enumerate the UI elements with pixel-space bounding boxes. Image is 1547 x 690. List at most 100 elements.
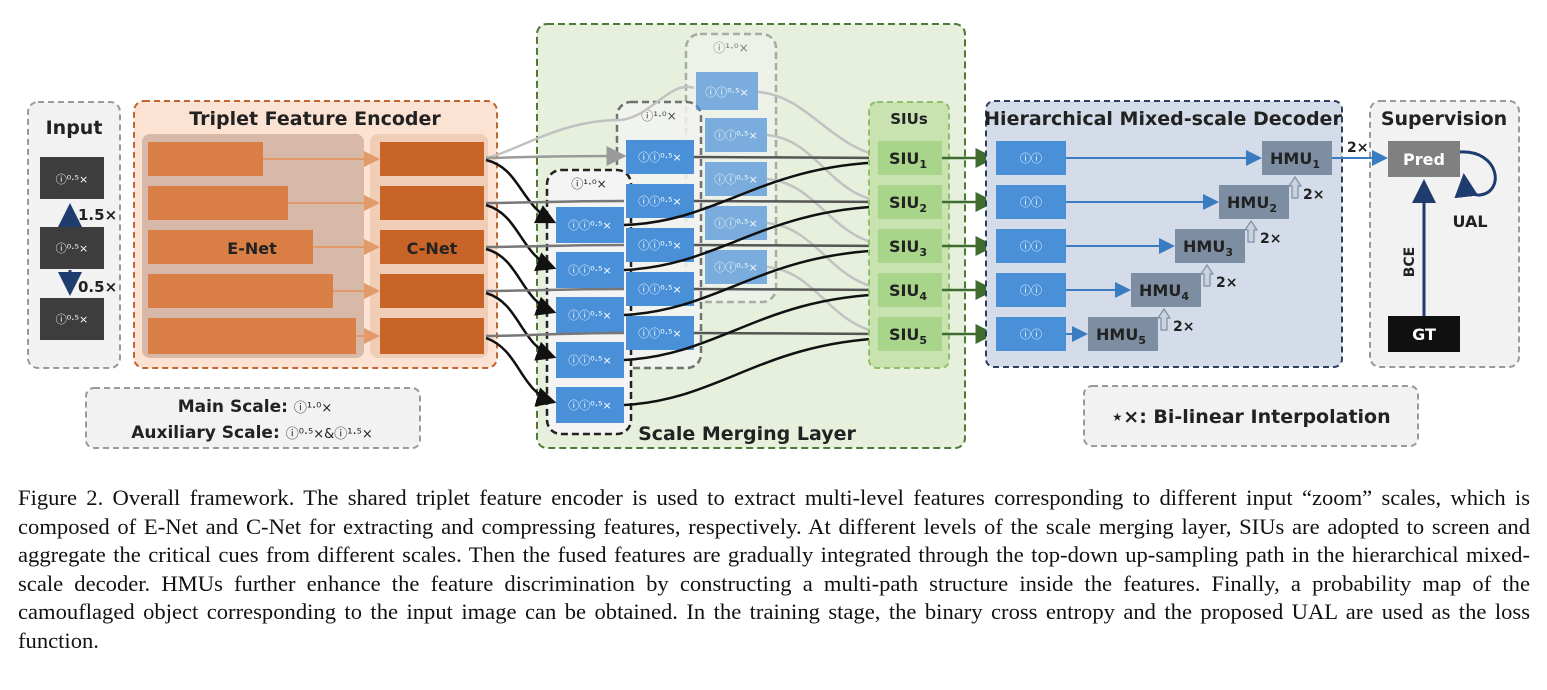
siu-3 — [878, 229, 942, 263]
aux-scale-label: Auxiliary Scale: — [131, 423, 285, 443]
input-scale-large — [40, 157, 104, 199]
siu-4 — [878, 273, 942, 307]
merge-cell-label: ⓘⓘ⁰·⁵× — [568, 399, 612, 412]
hmu-sub: 2 — [1269, 202, 1277, 215]
upsample-label: 2× — [1260, 231, 1281, 247]
input-up-label: 1.5× — [78, 206, 117, 224]
merge-cell-label: ⓘⓘ⁰·⁵× — [638, 239, 682, 252]
siu-2 — [878, 185, 942, 219]
merge-cells-small: ⓘⓘ⁰·⁵× ⓘⓘ⁰·⁵× ⓘⓘ⁰·⁵× ⓘⓘ⁰·⁵× ⓘⓘ⁰·⁵× — [556, 207, 624, 423]
svg-text:HMU4: HMU4 — [1139, 281, 1189, 303]
hmu-label: HMU — [1139, 281, 1181, 300]
siu-sub: 5 — [919, 334, 927, 347]
scale-info-box: Main Scale: ⓘ¹·⁰× Auxiliary Scale: ⓘ⁰·⁵×… — [85, 387, 421, 449]
input-box-label: ⓘ⁰·⁵× — [56, 242, 89, 255]
svg-text:SIU4: SIU4 — [889, 281, 927, 303]
pred-label: Pred — [1403, 150, 1445, 169]
siu-sub: 1 — [919, 158, 927, 171]
merge-cell-label: ⓘⓘ⁰·⁵× — [705, 86, 749, 99]
merge-cells-main: ⓘⓘ⁰·⁵× ⓘⓘ⁰·⁵× ⓘⓘ⁰·⁵× ⓘⓘ⁰·⁵× ⓘⓘ⁰·⁵× — [626, 140, 694, 350]
bce-label: BCE — [1402, 247, 1418, 278]
decoder-panel: Hierarchical Mixed-scale Decoder ⓘⓘ ⓘⓘ ⓘ… — [984, 100, 1343, 368]
input-down-label: 0.5× — [78, 278, 117, 296]
hmu-sub: 1 — [1312, 158, 1320, 171]
cnet-label: C-Net — [407, 239, 458, 258]
encoder-panel: Triplet Feature Encoder E-Net C-Net — [133, 100, 498, 369]
siu-label: SIU — [889, 149, 919, 168]
merge-group-label: ⓘ¹·⁰× — [641, 109, 677, 123]
decoder-cell-label: ⓘⓘ — [1020, 240, 1042, 253]
hmu-label: HMU — [1270, 149, 1312, 168]
figure-caption: Figure 2. Overall framework. The shared … — [18, 484, 1530, 656]
ual-label: UAL — [1452, 212, 1487, 231]
upsample-label: 2× — [1347, 140, 1368, 156]
encoder-merging-connections — [485, 85, 695, 407]
merge-group-label: ⓘ¹·⁰× — [713, 41, 749, 55]
hmu-4 — [1131, 273, 1201, 307]
siu-sub: 3 — [919, 246, 927, 259]
siu-label: SIU — [889, 237, 919, 256]
siu-5 — [878, 317, 942, 351]
hmu-sub: 3 — [1225, 246, 1233, 259]
siu-decoder-connections — [942, 148, 996, 344]
hmu-sub: 4 — [1181, 290, 1189, 303]
input-panel: Input ⓘ⁰·⁵× ⓘ⁰·⁵× ⓘ⁰·⁵× 1.5× 0.5× — [27, 101, 121, 369]
main-scale-label: Main Scale: — [178, 397, 294, 417]
pred-box — [1388, 141, 1460, 177]
merge-cell-label: ⓘⓘ⁰·⁵× — [714, 261, 758, 274]
siu-sub: 2 — [919, 202, 927, 215]
gt-box — [1388, 316, 1460, 352]
framework-figure: Input ⓘ⁰·⁵× ⓘ⁰·⁵× ⓘ⁰·⁵× 1.5× 0.5× Triple… — [27, 23, 1520, 449]
merge-cell-label: ⓘⓘ⁰·⁵× — [568, 354, 612, 367]
input-scale-small — [40, 298, 104, 340]
siu-label: SIU — [889, 325, 919, 344]
merge-cell-label: ⓘⓘ⁰·⁵× — [714, 129, 758, 142]
svg-text:HMU3: HMU3 — [1183, 237, 1233, 259]
input-box-label: ⓘ⁰·⁵× — [56, 313, 89, 326]
siu-panel: SIUs SIU1 SIU2 SIU3 SIU4 SIU5 — [868, 101, 950, 369]
merge-cell-label: ⓘⓘ⁰·⁵× — [568, 309, 612, 322]
svg-text:SIU5: SIU5 — [889, 325, 927, 347]
merge-cell-label: ⓘⓘ⁰·⁵× — [638, 195, 682, 208]
svg-text:SIU3: SIU3 — [889, 237, 927, 259]
svg-text:SIU2: SIU2 — [889, 193, 927, 215]
merge-cell-label: ⓘⓘ⁰·⁵× — [638, 151, 682, 164]
main-scale-value: ⓘ¹·⁰× — [294, 401, 332, 416]
siu-sub: 4 — [919, 290, 927, 303]
hmu-sub: 5 — [1138, 334, 1146, 347]
decoder-cell-label: ⓘⓘ — [1020, 152, 1042, 165]
input-scale-main — [40, 227, 104, 269]
svg-text:HMU2: HMU2 — [1227, 193, 1277, 215]
hmu-label: HMU — [1183, 237, 1225, 256]
siu-1 — [878, 141, 942, 175]
siu-label: SIU — [889, 281, 919, 300]
hmu-5 — [1088, 317, 1158, 351]
decoder-cell-label: ⓘⓘ — [1020, 284, 1042, 297]
merging-title: Scale Merging Layer — [638, 423, 856, 445]
merge-cell-label: ⓘⓘ⁰·⁵× — [568, 264, 612, 277]
hmu-3 — [1175, 229, 1245, 263]
hmu-label: HMU — [1227, 193, 1269, 212]
merge-cell-label: ⓘⓘ⁰·⁵× — [568, 219, 612, 232]
svg-text:Auxiliary Scale: ⓘ⁰·⁵×&ⓘ¹·⁵×: Auxiliary Scale: ⓘ⁰·⁵×&ⓘ¹·⁵× — [131, 423, 372, 443]
svg-text:HMU5: HMU5 — [1096, 325, 1146, 347]
supervision-title: Supervision — [1381, 108, 1507, 130]
legend-box: ⋆×: Bi-linear Interpolation — [1083, 385, 1419, 447]
svg-text:HMU1: HMU1 — [1270, 149, 1320, 171]
aux-scale-value: ⓘ⁰·⁵×&ⓘ¹·⁵× — [286, 427, 373, 442]
caption-text: Figure 2. Overall framework. The shared … — [18, 485, 1530, 653]
input-title: Input — [46, 117, 103, 139]
decoder-title: Hierarchical Mixed-scale Decoder — [984, 108, 1342, 130]
supervision-panel: Supervision Pred GT BCE UAL — [1369, 100, 1520, 368]
input-box-label: ⓘ⁰·⁵× — [56, 173, 89, 186]
hmu-2 — [1219, 185, 1289, 219]
legend-text: ⋆×: Bi-linear Interpolation — [1111, 406, 1390, 428]
gt-label: GT — [1412, 325, 1436, 344]
decoder-cell-label: ⓘⓘ — [1020, 196, 1042, 209]
merge-cell-label: ⓘⓘ⁰·⁵× — [714, 173, 758, 186]
siu-title: SIUs — [890, 110, 928, 128]
upsample-label: 2× — [1303, 187, 1324, 203]
merge-cell-label: ⓘⓘ⁰·⁵× — [638, 327, 682, 340]
enet-label: E-Net — [227, 239, 277, 258]
hmu-1 — [1262, 141, 1332, 175]
